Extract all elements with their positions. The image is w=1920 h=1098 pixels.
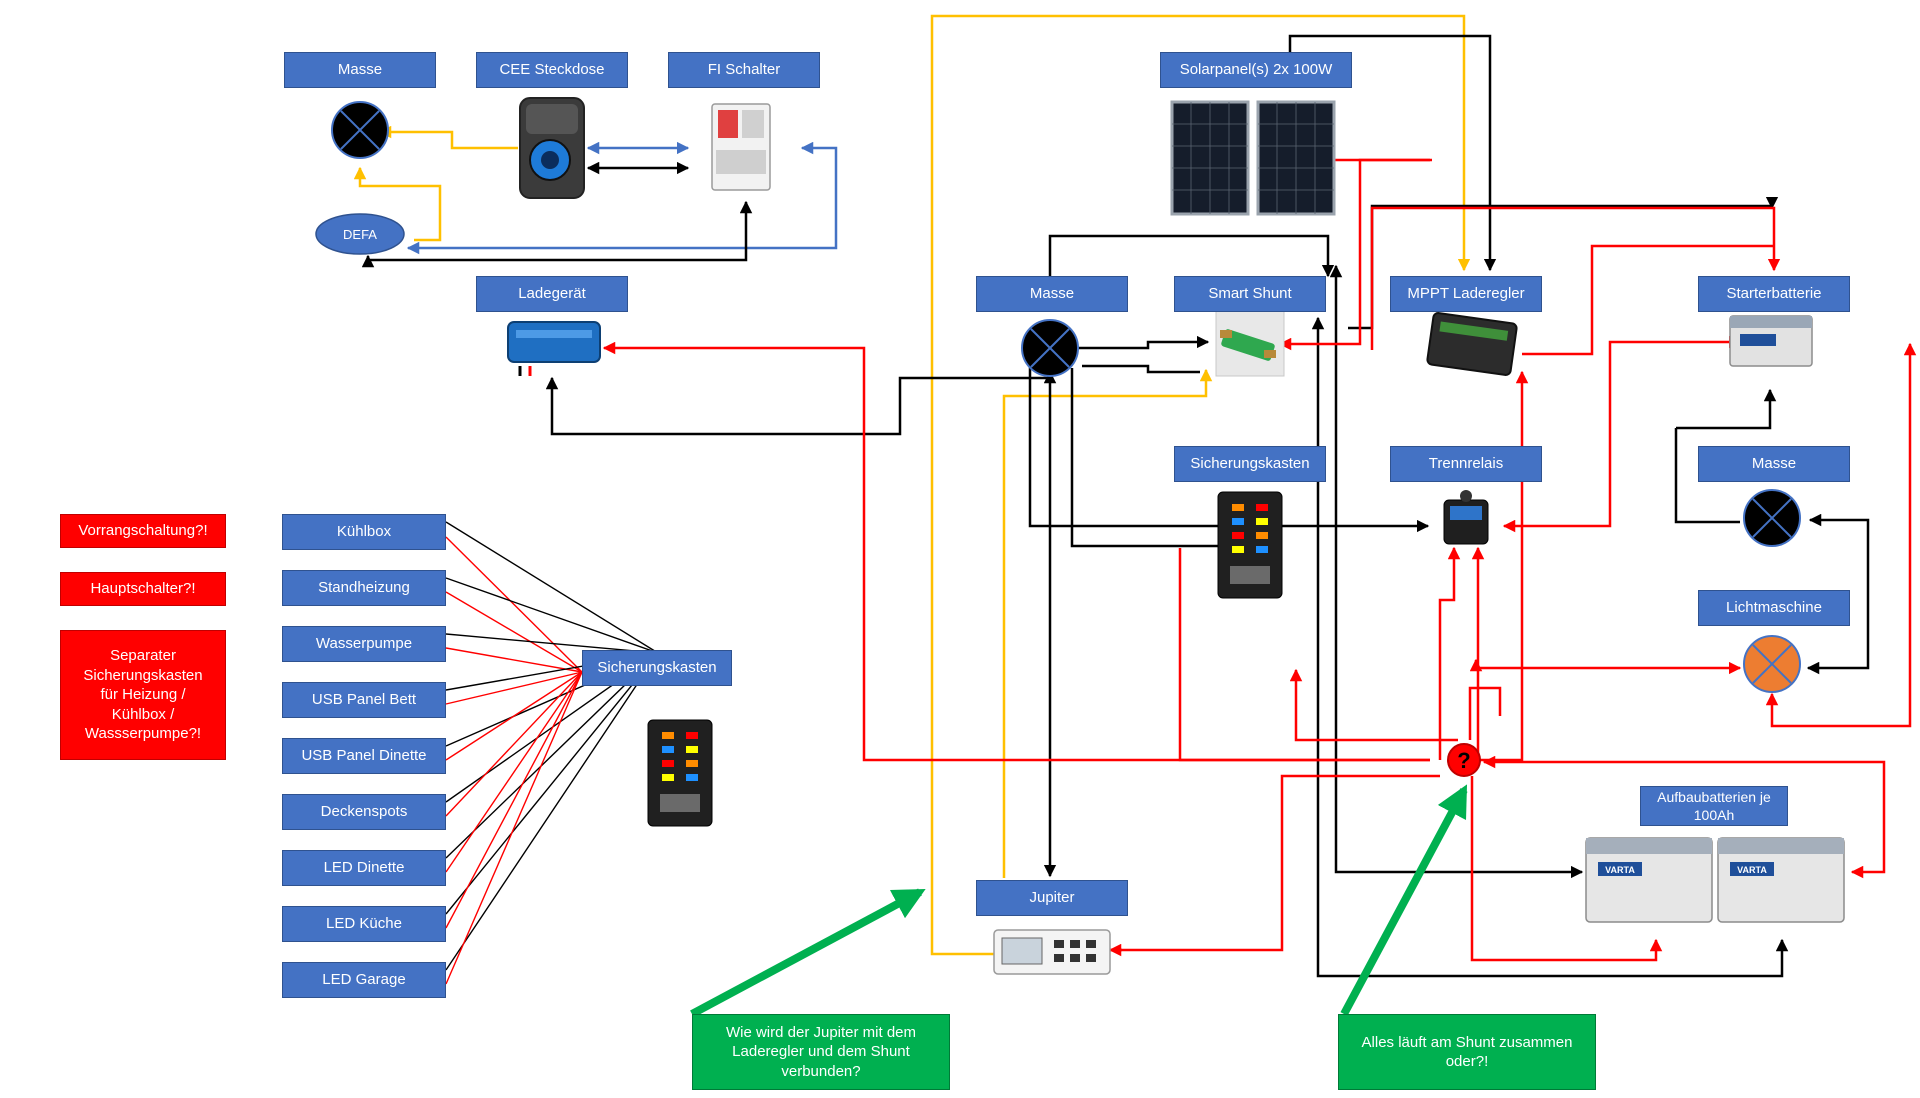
label-ladegeraet: Ladegerät xyxy=(476,276,628,312)
label-cee-steckdose: CEE Steckdose xyxy=(476,52,628,88)
label-masse-top: Masse xyxy=(284,52,436,88)
charger-image xyxy=(507,321,601,376)
fi-breaker-image xyxy=(711,103,771,191)
leisure-battery-2-image: VARTA xyxy=(1717,837,1845,923)
fuse-box-center-image xyxy=(1217,491,1283,599)
label-masse-center: Masse xyxy=(976,276,1128,312)
mppt-image xyxy=(1426,312,1518,376)
ground-symbol-top xyxy=(331,101,389,159)
defa-label: DEFA xyxy=(343,227,377,242)
consumer-fanout xyxy=(445,521,659,985)
question-jupiter: Wie wird der Jupiter mit dem Laderegler … xyxy=(692,1014,950,1090)
green-arrows xyxy=(690,784,1468,1018)
question-shunt: Alles läuft am Shunt zusammen oder?! xyxy=(1338,1014,1596,1090)
consumer-wasserpumpe: Wasserpumpe xyxy=(282,626,446,662)
note-vorrangschaltung: Vorrangschaltung?! xyxy=(60,514,226,548)
question-junction: ? xyxy=(1447,743,1481,777)
consumer-usb-panel-dinette: USB Panel Dinette xyxy=(282,738,446,774)
cee-socket-image xyxy=(519,97,585,199)
generator-symbol xyxy=(1743,635,1801,693)
smart-shunt-image xyxy=(1215,309,1285,377)
ground-symbol-right xyxy=(1743,489,1801,547)
battery-brand-1: VARTA xyxy=(1605,865,1635,875)
note-separater-sicherungskasten: Separater Sicherungskasten für Heizung /… xyxy=(60,630,226,760)
mains-wiring xyxy=(353,125,838,268)
fuse-box-left-image xyxy=(647,719,713,827)
ground-symbol-center xyxy=(1021,319,1079,377)
label-lichtmaschine: Lichtmaschine xyxy=(1698,590,1850,626)
battery-brand-2: VARTA xyxy=(1737,865,1767,875)
consumer-led-garage: LED Garage xyxy=(282,962,446,998)
defa-node: DEFA xyxy=(315,213,405,255)
yellow-wiring xyxy=(930,14,1471,956)
jupiter-panel-image xyxy=(993,929,1111,975)
label-smart-shunt: Smart Shunt xyxy=(1174,276,1326,312)
label-trennrelais: Trennrelais xyxy=(1390,446,1542,482)
label-jupiter: Jupiter xyxy=(976,880,1128,916)
consumer-usb-panel-bett: USB Panel Bett xyxy=(282,682,446,718)
label-starterbatterie: Starterbatterie xyxy=(1698,276,1850,312)
label-mppt: MPPT Laderegler xyxy=(1390,276,1542,312)
label-solarpanel: Solarpanel(s) 2x 100W xyxy=(1160,52,1352,88)
relay-image xyxy=(1443,490,1489,545)
leisure-battery-1-image: VARTA xyxy=(1585,837,1713,923)
label-fi-schalter: FI Schalter xyxy=(668,52,820,88)
label-masse-right: Masse xyxy=(1698,446,1850,482)
note-hauptschalter: Hauptschalter?! xyxy=(60,572,226,606)
starter-battery-image xyxy=(1729,315,1813,367)
label-sicherungskasten-center: Sicherungskasten xyxy=(1174,446,1326,482)
label-sicherungskasten-left: Sicherungskasten xyxy=(582,650,732,686)
question-mark: ? xyxy=(1457,748,1470,773)
consumer-led-dinette: LED Dinette xyxy=(282,850,446,886)
consumer-standheizung: Standheizung xyxy=(282,570,446,606)
consumer-deckenspots: Deckenspots xyxy=(282,794,446,830)
consumer-kuehlbox: Kühlbox xyxy=(282,514,446,550)
red-wiring xyxy=(602,158,1917,962)
solar-panels-image xyxy=(1170,100,1336,216)
consumer-led-kueche: LED Küche xyxy=(282,906,446,942)
label-aufbaubatterien: Aufbaubatterien je 100Ah xyxy=(1640,786,1788,826)
